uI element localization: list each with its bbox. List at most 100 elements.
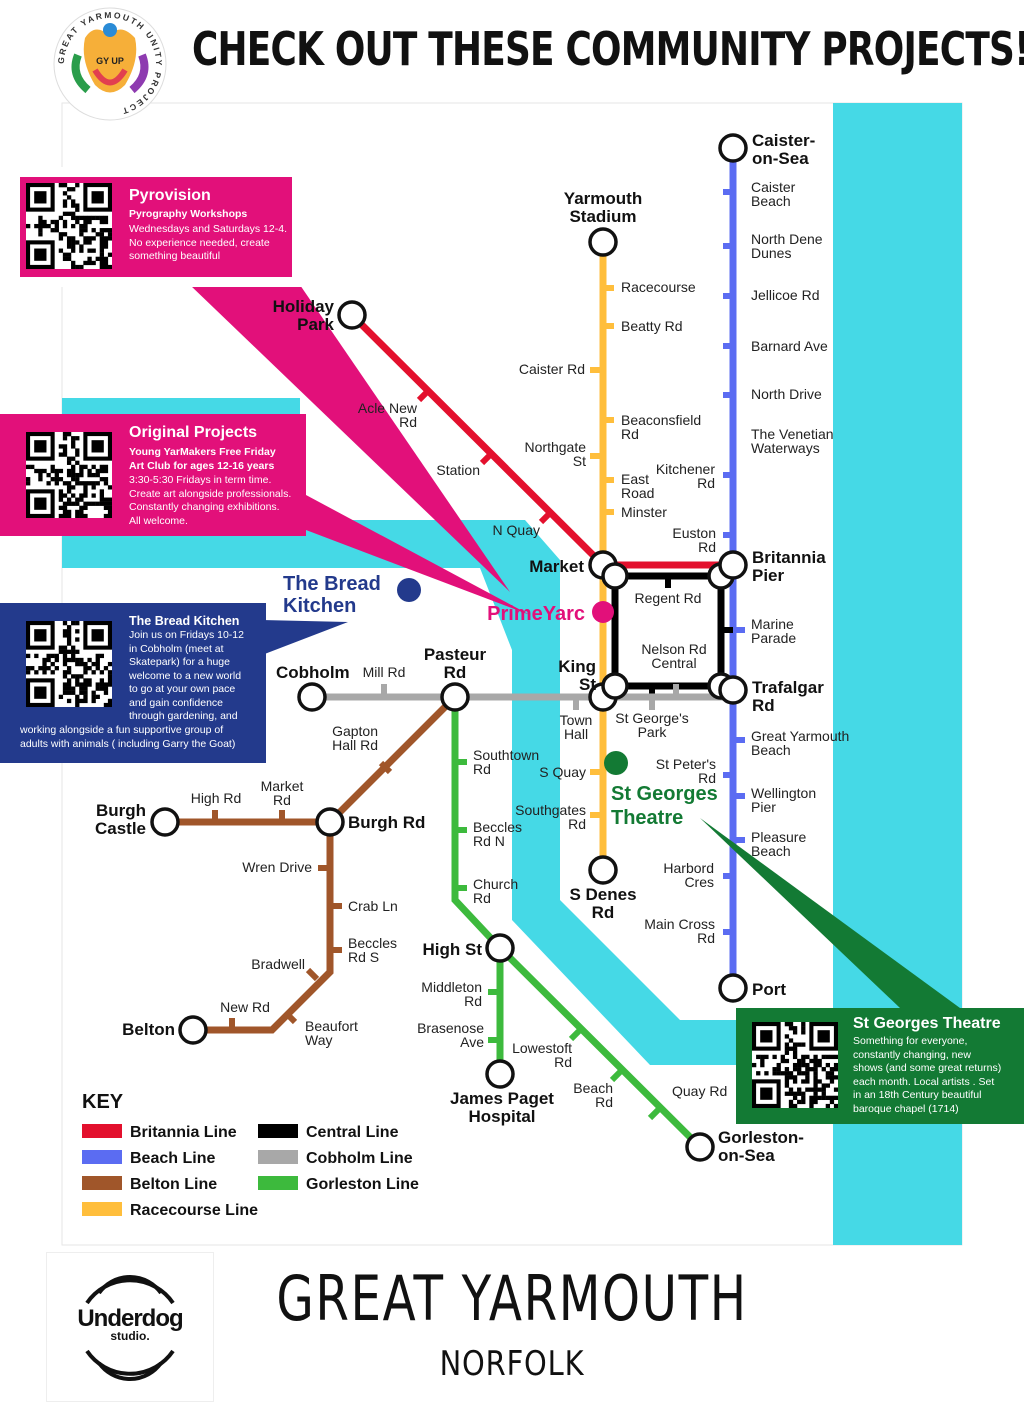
- label-stadium-2: Stadium: [569, 207, 636, 226]
- logo-figure-purple: [129, 53, 149, 94]
- station-holiday-park[interactable]: [337, 300, 367, 330]
- bread-line: and gain confidence: [129, 696, 223, 709]
- label-gy-beach-1: Great Yarmouth: [751, 728, 849, 744]
- label-beach-rd-1: Beach: [573, 1080, 613, 1096]
- bread-line: Join us on Fridays 10-12: [129, 629, 244, 641]
- svg-text:Gorleston-on-Sea: Gorleston-on-Sea: [718, 1128, 804, 1165]
- label-brasenose-1: Brasenose: [417, 1020, 484, 1036]
- bread-kitchen-marker[interactable]: [397, 578, 421, 602]
- label-s-quay: S Quay: [539, 764, 586, 780]
- original-text: 3:30-5:30 Fridays in term time. Create a…: [129, 474, 291, 528]
- label-burgh-castle-1: Burgh: [96, 801, 146, 820]
- stgeorges-qr[interactable]: [752, 1022, 838, 1108]
- label-market-rd-1: Market: [261, 778, 304, 794]
- label-brasenose-2: Ave: [460, 1034, 484, 1050]
- bread-pointer: [262, 620, 348, 655]
- label-crab: Crab Ln: [348, 898, 398, 914]
- key-title: KEY: [82, 1091, 124, 1113]
- label-north-dene-1: North Dene: [751, 231, 823, 247]
- label-gapton-2: Hall Rd: [332, 737, 378, 753]
- label-trafalgar-2: Rd: [752, 696, 775, 715]
- pyrovision-title: Pyrovision: [129, 187, 211, 204]
- underdog-sub: studio.: [110, 1329, 150, 1343]
- label-middleton-1: Middleton: [421, 979, 482, 995]
- station-stadium[interactable]: [588, 227, 618, 257]
- station-port[interactable]: [718, 973, 748, 1003]
- station-high-st[interactable]: [485, 933, 515, 963]
- key-swatch: [82, 1176, 122, 1190]
- label-beatty: Beatty Rd: [621, 318, 682, 334]
- logo-figure-red: [92, 68, 128, 86]
- station-cobholm[interactable]: [297, 682, 327, 712]
- label-beaufort-1: Beaufort: [305, 1018, 358, 1034]
- station-caister[interactable]: [718, 133, 748, 163]
- page-title: CHECK OUT THESE COMMUNITY PROJECTS!: [192, 22, 1024, 76]
- label-caister-beach-2: Beach: [751, 193, 791, 209]
- st-georges-marker[interactable]: [604, 751, 628, 775]
- bread-line: in Cobholm (meet at: [129, 642, 224, 655]
- station-trafalgar[interactable]: [718, 675, 748, 705]
- label-belton: Belton: [122, 1020, 175, 1039]
- key-swatch: [258, 1124, 298, 1138]
- label-high-st: High St: [423, 940, 483, 959]
- station-s-denes[interactable]: [588, 855, 618, 885]
- station-gorleston[interactable]: [685, 1132, 715, 1162]
- label-port: Port: [752, 980, 786, 999]
- label-high-rd: High Rd: [191, 790, 242, 806]
- primeyarc-marker[interactable]: [592, 601, 614, 623]
- logo-badge: GY UP: [96, 56, 124, 66]
- label-wellington-1: Wellington: [751, 785, 816, 801]
- label-kitchener-1: Kitchener: [656, 461, 715, 477]
- label-middleton-2: Rd: [464, 993, 482, 1009]
- bread-qr[interactable]: [26, 621, 112, 707]
- station-belton[interactable]: [178, 1015, 208, 1045]
- bread-title: The Bread Kitchen: [129, 614, 240, 628]
- bread-line: Skatepark) for a huge: [129, 656, 230, 668]
- station-pasteur[interactable]: [440, 682, 470, 712]
- label-st-peters-1: St Peter's: [656, 756, 716, 772]
- label-acle-1: Acle New: [358, 400, 418, 416]
- label-wellington-2: Pier: [751, 799, 776, 815]
- station-james-paget[interactable]: [485, 1059, 515, 1089]
- station-britannia[interactable]: [718, 550, 748, 580]
- label-britannia-1: Britannia: [752, 548, 826, 567]
- station-burgh-castle[interactable]: [150, 807, 180, 837]
- pyrovision-qr[interactable]: [26, 183, 112, 269]
- station-burgh-rd[interactable]: [315, 807, 345, 837]
- underdog-arcs: [85, 1275, 175, 1381]
- original-panel: Original Projects Young YarMakers Free F…: [0, 414, 306, 536]
- pyrovision-pointer: [190, 285, 510, 592]
- label-pleasure-1: Pleasure: [751, 829, 806, 845]
- logo-head-blue: [103, 23, 117, 37]
- key-label: Britannia Line: [130, 1124, 237, 1141]
- label-town-hall-2: Hall: [564, 726, 588, 742]
- label-nelson-2: Central: [651, 655, 696, 671]
- label-euston-2: Rd: [698, 539, 716, 555]
- logo-figure-green: [71, 53, 91, 94]
- station-market-central[interactable]: [601, 562, 629, 590]
- label-st-georges-park-1: St George's: [615, 710, 689, 726]
- original-qr[interactable]: [26, 432, 112, 518]
- label-gorleston-2: on-Sea: [718, 1146, 775, 1165]
- label-southtown-2: Rd: [473, 761, 491, 777]
- river-channel: [62, 398, 833, 1065]
- station-king-central[interactable]: [601, 672, 629, 700]
- label-gy-beach-2: Beach: [751, 742, 791, 758]
- key-swatch: [258, 1176, 298, 1190]
